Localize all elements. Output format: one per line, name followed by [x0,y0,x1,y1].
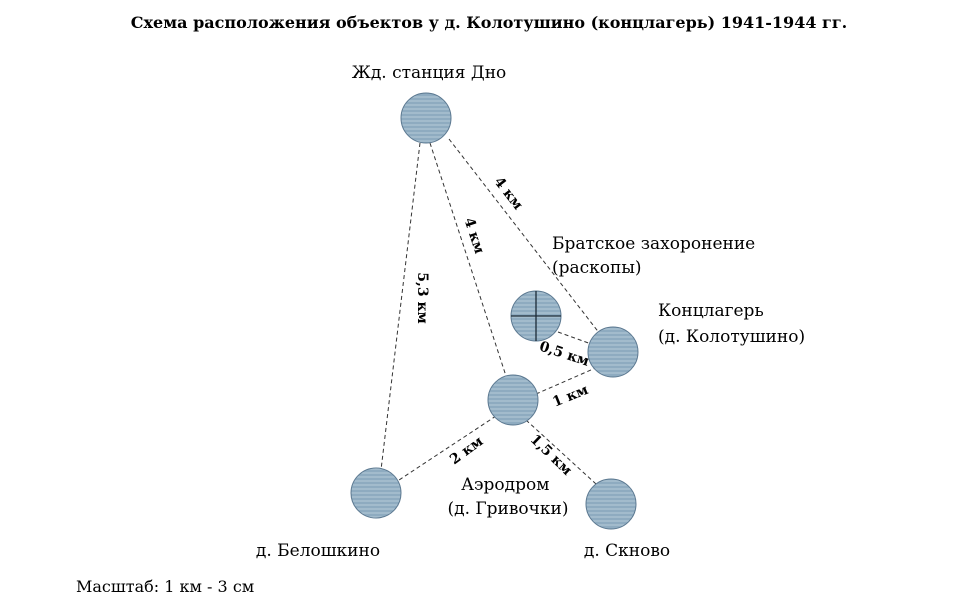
distance-label-station-camp: 4 км [490,174,525,213]
distance-label-airfield-beloshkino: 2 км [447,433,486,468]
label-sknovo: д. Скново [584,541,670,561]
diagram-title: Схема расположения объектов у д. Колотуш… [131,13,847,32]
node-beloshkino [350,467,402,519]
node-station [400,92,452,144]
distance-label-burial-camp: 0,5 км [537,339,591,370]
edge-airfield-beloshkino [395,415,497,483]
node-airfield [487,374,539,426]
node-camp [587,326,639,378]
edge-station-airfield [429,142,507,377]
label-beloshkino: д. Белошкино [256,541,380,561]
edge-station-beloshkino [380,142,421,471]
edge-airfield-sknovo [525,419,597,485]
edge-burial-camp [557,331,595,346]
distance-label-airfield-camp: 1 км [550,382,590,411]
edge-station-camp [448,138,601,335]
label-station: Жд. станция Дно [352,63,507,83]
node-burial [510,290,562,342]
label-airfield: Аэродром (д. Гривочки) [447,475,568,519]
distance-label-station-beloshkino: 5,3 км [414,272,430,324]
node-sknovo [585,478,637,530]
distance-label-airfield-sknovo: 1,5 км [527,431,575,478]
label-camp: Концлагерь (д. Колотушино) [658,301,805,347]
label-burial: Братское захоронение (раскопы) [552,234,761,278]
edge-airfield-camp [535,365,601,395]
cross-circle-icon [511,291,561,341]
scale-note: Масштаб: 1 км - 3 см [76,577,254,596]
